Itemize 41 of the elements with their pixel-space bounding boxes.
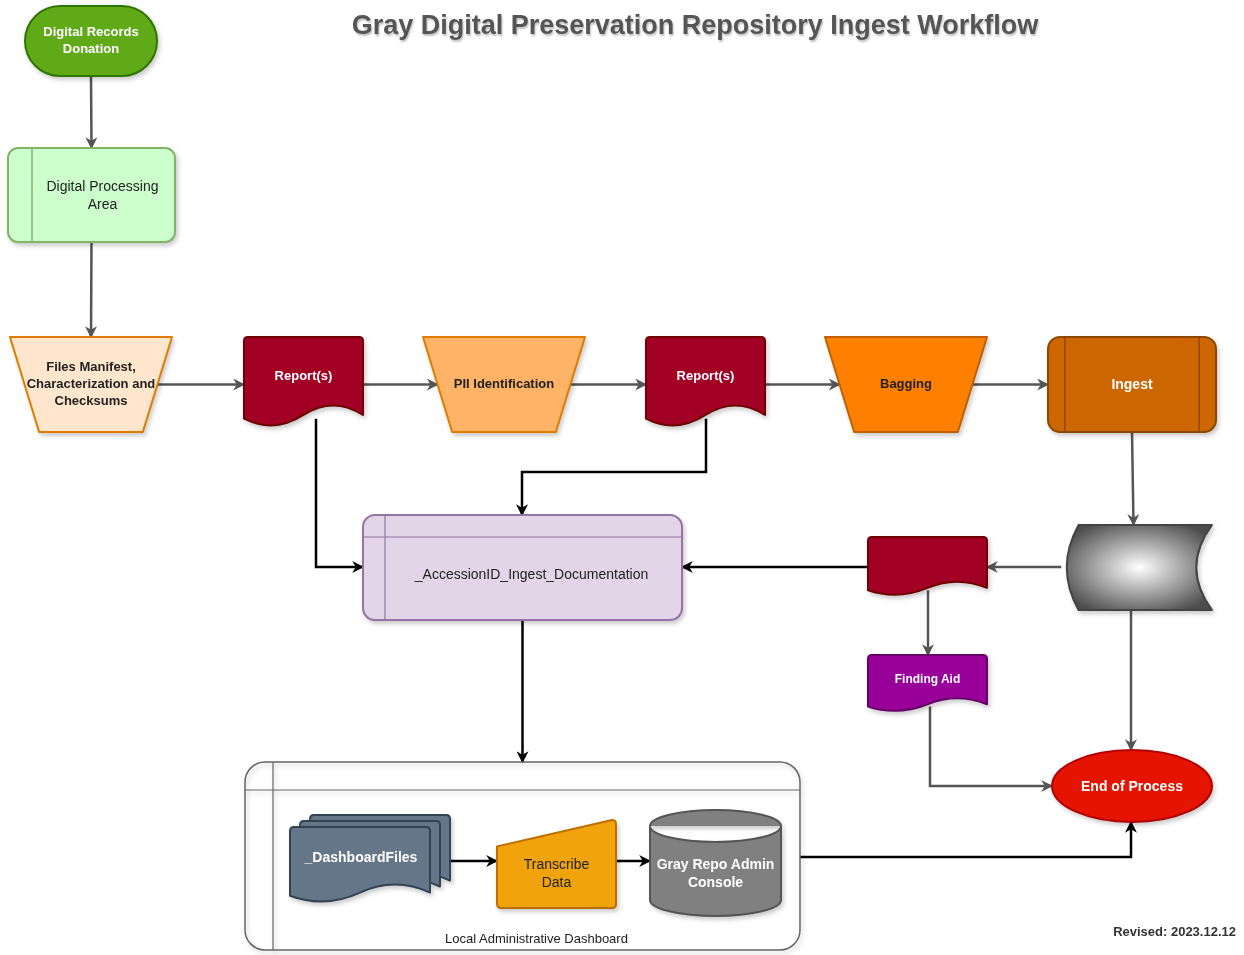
manual-operation-shape: [423, 337, 585, 432]
node-label: Bagging: [880, 376, 932, 393]
node-label: Local Administrative Dashboard: [445, 931, 628, 948]
manual-operation-shape: [10, 337, 172, 432]
node-label: Digital Processing Area: [45, 176, 160, 214]
node-label: Gray Repo Admin Console: [655, 854, 776, 892]
node-label: End of Process: [1081, 776, 1183, 796]
node-label: Ingest: [1111, 375, 1153, 394]
arrow: [765, 378, 841, 391]
node-label: _DashboardFiles: [304, 847, 418, 867]
manual-operation-shape: [825, 337, 987, 432]
predefined-process-box: [1048, 337, 1216, 432]
arrow: [1127, 431, 1140, 527]
node-label: Files Manifest, Characterization and Checksums: [25, 359, 157, 410]
arrow: [363, 378, 439, 391]
end-terminator: [1052, 750, 1212, 822]
arrow: [800, 820, 1137, 859]
node-label: _AccessionID_Ingest_Documentation: [414, 565, 649, 584]
arrow: [616, 855, 652, 867]
node-label: Digital Records Donation: [42, 24, 140, 58]
node-label: PII Identification: [453, 376, 555, 393]
node-label: Report(s): [274, 368, 333, 385]
manual-input-shape: [497, 820, 616, 908]
document-shape: [868, 655, 987, 715]
arrow: [85, 242, 98, 339]
diagram-title: Gray Digital Preservation Repository Ingest Workflow: [350, 10, 1040, 41]
container-panel: [245, 762, 800, 950]
arrow: [85, 76, 98, 150]
node-label: Finding Aid: [894, 672, 961, 688]
node-label: Transcribe Data: [522, 854, 591, 892]
document-shape: [868, 537, 987, 599]
process-box: [8, 148, 175, 242]
arrow: [1125, 610, 1137, 752]
database-cylinder: [650, 810, 781, 916]
revision-note: Revised: 2023.12.12: [1113, 924, 1236, 939]
node-label: Report(s): [676, 368, 735, 385]
arrow: [922, 590, 934, 657]
internal-storage-box: [363, 515, 682, 620]
start-terminator: [25, 6, 157, 76]
arrow: [516, 620, 529, 764]
arrow: [516, 418, 708, 517]
